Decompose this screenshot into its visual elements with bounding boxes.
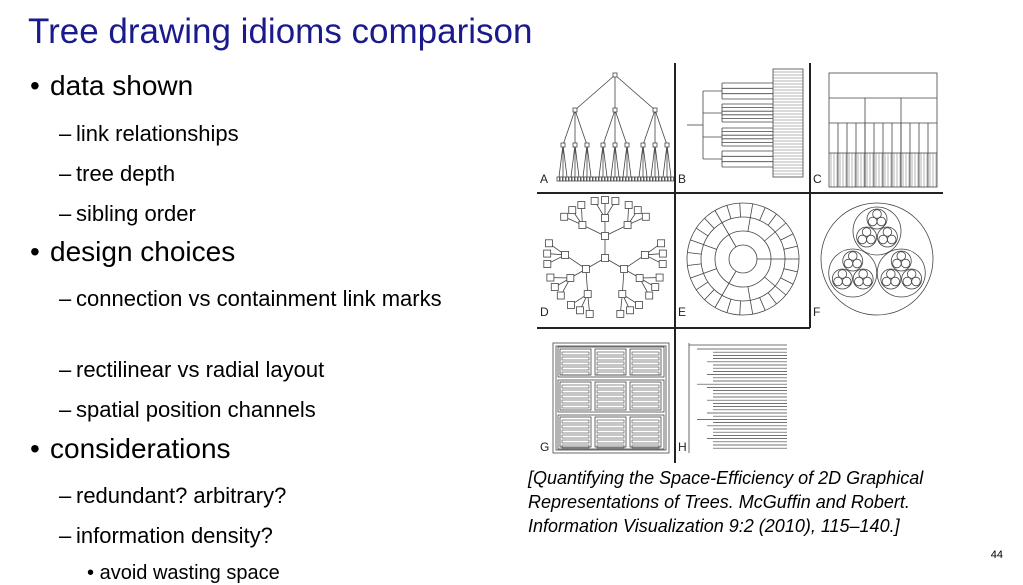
bullet-item: •data shown bbox=[30, 70, 193, 102]
tree-idioms-figure: A B C D E F G H bbox=[537, 63, 943, 463]
panel-f-circle-packing bbox=[821, 203, 933, 315]
panel-label: G bbox=[540, 440, 549, 454]
sub-bullet-item: –redundant? arbitrary? bbox=[59, 480, 479, 512]
citation-caption: [Quantifying the Space-Efficiency of 2D … bbox=[528, 466, 998, 538]
panel-b-rectilinear-tree bbox=[687, 69, 803, 177]
panel-c-icicle bbox=[829, 73, 937, 187]
panel-d-radial-node-link bbox=[544, 197, 667, 318]
panel-e-sunburst bbox=[687, 203, 799, 315]
panel-label: F bbox=[813, 305, 820, 319]
slide-number: 44 bbox=[991, 549, 1003, 561]
panel-label: H bbox=[678, 440, 687, 454]
tree-idioms-grid: A B C D E F G H bbox=[537, 63, 943, 463]
sub-bullet-item: –connection vs containment link marks bbox=[59, 283, 479, 315]
slide-title: Tree drawing idioms comparison bbox=[28, 12, 532, 52]
panel-g-treemap bbox=[553, 343, 669, 453]
panel-label: C bbox=[813, 172, 822, 186]
panel-a-node-link bbox=[557, 73, 674, 181]
panel-label: A bbox=[540, 172, 548, 186]
panel-label: D bbox=[540, 305, 549, 319]
sub-bullet-item: –tree depth bbox=[59, 158, 479, 190]
sub-sub-bullet-item: • avoid wasting space bbox=[87, 562, 280, 585]
sub-bullet-item: –spatial position channels bbox=[59, 394, 479, 426]
panel-label: B bbox=[678, 172, 686, 186]
bullet-item: •design choices bbox=[30, 236, 235, 268]
sub-bullet-item: –rectilinear vs radial layout bbox=[59, 354, 479, 386]
sub-bullet-item: –information density? bbox=[59, 520, 479, 552]
sub-bullet-item: –sibling order bbox=[59, 198, 479, 230]
sub-bullet-item: –link relationships bbox=[59, 118, 479, 150]
panel-label: E bbox=[678, 305, 686, 319]
panel-h-indented-list bbox=[689, 343, 787, 453]
bullet-item: •considerations bbox=[30, 433, 231, 465]
